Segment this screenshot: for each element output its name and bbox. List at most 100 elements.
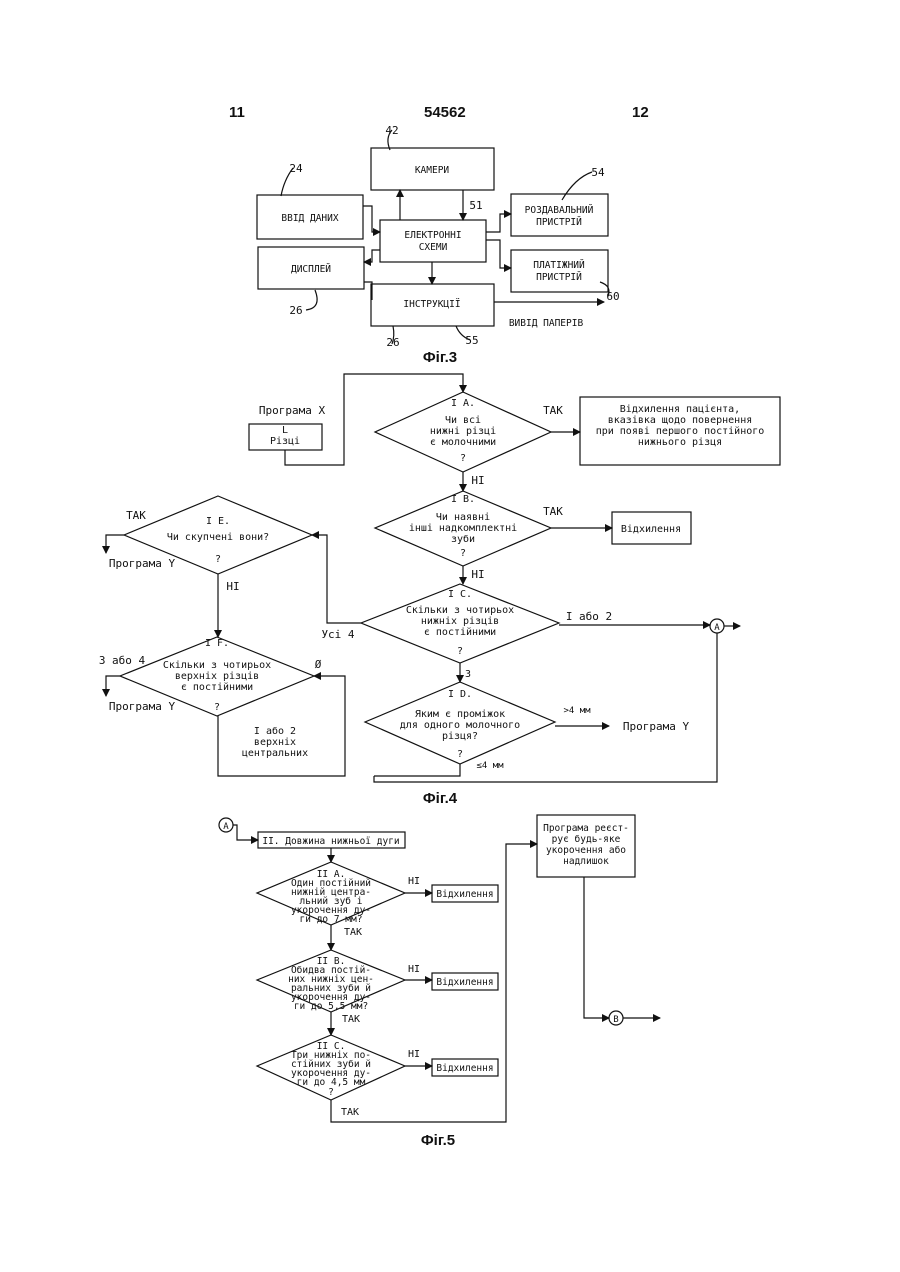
IF-12-line-1: І або 2 [254, 725, 296, 737]
IC-line-2: нижніх різців [421, 615, 499, 627]
IIB-yes: ТАК [342, 1014, 360, 1025]
incisors-box-label-1: L [282, 425, 288, 436]
ref-55: 55 [465, 334, 478, 347]
IE-q: ? [215, 554, 221, 565]
IF-line-1: Скільки з чотирьох [163, 659, 271, 671]
electronics-label-1: ЕЛЕКТРОННІ [404, 230, 461, 241]
IF-3or4: 3 або 4 [99, 654, 146, 667]
ref-42: 42 [385, 124, 398, 137]
figure-5-caption: Фіг.5 [421, 1132, 455, 1149]
program-register-line-1: Програма реєст- [543, 823, 629, 834]
IF-q: ? [214, 702, 220, 713]
IIA-yes: ТАК [344, 927, 362, 938]
IIB-no: НІ [408, 964, 420, 975]
program-x-label: Програма X [259, 404, 326, 417]
ref-51: 51 [469, 199, 482, 212]
program-register-line-4: надлишок [563, 856, 609, 867]
arch-length-label: II. Довжина нижньої дуги [262, 836, 399, 847]
IF-program: Програма Y [109, 700, 176, 713]
incisors-box-label-2: Різці [270, 435, 300, 447]
figure-5-labels: A II. Довжина нижньої дуги II A. Один по… [223, 822, 629, 1118]
IF-12-line-3: центральних [242, 748, 308, 759]
dispenser-label-1: РОЗДАВАЛЬНИЙ [525, 204, 594, 216]
IA-result-3: при появі першого постійного [596, 425, 765, 437]
IB-line-1: Чи наявні [436, 511, 490, 523]
IIB-line-5: ги до 5,5 мм? [294, 1001, 368, 1012]
IB-yes: ТАК [543, 505, 563, 518]
IIA-result: Відхилення [436, 889, 493, 900]
ID-gt: >4 мм [563, 706, 591, 716]
payment-label-2: ПРИСТРІЙ [536, 271, 582, 283]
IA-result-1: Відхилення пацієнта, [620, 403, 740, 415]
ID-program: Програма Y [623, 720, 690, 733]
IC-line-3: є постійними [424, 626, 496, 638]
IIA-line-5: ги до 7 мм? [300, 914, 363, 925]
ID-line-3: різця? [442, 730, 478, 742]
figure-4-labels: Програма X L Різці I A. Чи всі нижні різ… [99, 398, 764, 771]
ID-le: ≤4 мм [476, 761, 504, 771]
IIC-no: НІ [408, 1049, 420, 1060]
IF-line-2: верхніх різців [175, 670, 259, 682]
IB-result: Відхилення [621, 523, 681, 535]
IE-id: I E. [206, 516, 230, 527]
IA-id: I A. [451, 398, 475, 409]
IA-line-1: Чи всі [445, 414, 481, 426]
instructions-label: ІНСТРУКЦІЇ [403, 299, 460, 310]
IC-all4: Усі 4 [321, 628, 354, 641]
connector-A-label: A [714, 623, 720, 633]
IIB-result: Відхилення [436, 977, 493, 988]
cameras-label: КАМЕРИ [415, 165, 450, 176]
IC-q: ? [457, 646, 463, 657]
connector-B-label: B [613, 1015, 618, 1025]
IE-no: НІ [226, 580, 239, 593]
IA-line-3: є молочними [430, 437, 496, 448]
ref-60: 60 [606, 290, 619, 303]
IF-id: I F. [205, 638, 229, 649]
ref-24: 24 [289, 162, 303, 175]
connector-A-fig5-label: A [223, 822, 229, 832]
IB-line-3: зуби [451, 533, 475, 545]
electronics-label-2: СХЕМИ [419, 242, 448, 253]
ref-26-instructions: 26 [386, 336, 399, 349]
IIC-result: Відхилення [436, 1063, 493, 1074]
IE-line-1: Чи скупчені вони? [167, 531, 269, 543]
ref-26-display: 26 [289, 304, 302, 317]
IA-q: ? [460, 453, 466, 464]
IC-id: I C. [448, 589, 472, 600]
figure-3-caption: Фіг.3 [423, 349, 457, 366]
payment-box [511, 250, 608, 292]
figure-4-caption: Фіг.4 [423, 790, 458, 807]
data-input-label: ВВІД ДАНИХ [281, 213, 338, 224]
IIC-q: ? [328, 1087, 334, 1098]
IIC-yes: ТАК [341, 1107, 359, 1118]
ref-54: 54 [591, 166, 605, 179]
IE-yes: ТАК [126, 509, 146, 522]
IB-no: НІ [471, 568, 484, 581]
IE-program: Програма Y [109, 557, 176, 570]
IA-no: НІ [471, 474, 484, 487]
IA-line-2: нижні різці [430, 425, 496, 437]
IB-id: I B. [451, 494, 475, 505]
ID-id: I D. [448, 689, 472, 700]
payment-label-1: ПЛАТІЖНИЙ [533, 259, 585, 271]
IF-line-3: є постійними [181, 681, 253, 693]
ID-line-1: Яким є проміжок [415, 708, 505, 720]
IB-q: ? [460, 548, 466, 559]
IF-zero: Ø [315, 658, 322, 671]
dispenser-label-2: ПРИСТРІЙ [536, 216, 582, 228]
ID-q: ? [457, 749, 463, 760]
IB-line-2: інші надкомплектні [409, 522, 517, 534]
electronics-box [380, 220, 486, 262]
IF-12-line-2: верхніх [254, 736, 296, 748]
IC-line-1: Скільки з чотирьох [406, 604, 514, 616]
paper-output-label: ВИВІД ПАПЕРІВ [509, 318, 584, 329]
IC-3: 3 [465, 669, 471, 680]
IC-1or2: І або 2 [566, 610, 612, 623]
IIA-no: НІ [408, 876, 420, 887]
IA-yes: ТАК [543, 404, 563, 417]
display-label: ДИСПЛЕЙ [291, 263, 331, 275]
program-register-line-3: укорочення або [546, 845, 626, 856]
ID-line-2: для одного молочного [400, 720, 520, 731]
program-register-line-2: рує будь-яке [552, 834, 621, 845]
